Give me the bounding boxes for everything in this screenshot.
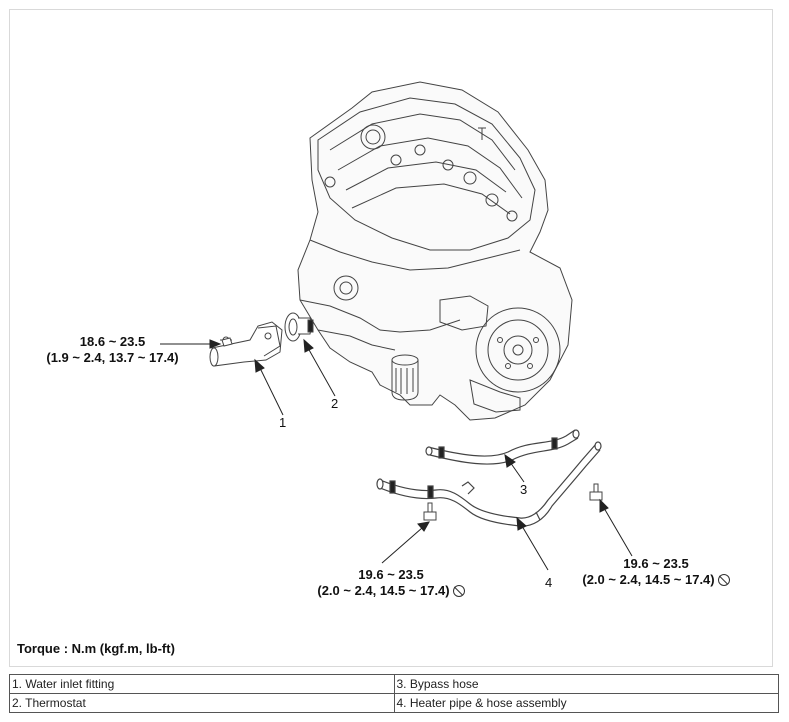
torque-inlet-alt: (1.9 ~ 2.4, 13.7 ~ 17.4) xyxy=(46,350,179,365)
bolt-inlet-illustration xyxy=(221,337,233,347)
arrow-1 xyxy=(254,358,265,373)
callout-4: 4 xyxy=(545,575,553,590)
torque-right-nm: 19.6 ~ 23.5 xyxy=(623,556,689,571)
torque-left-nm: 19.6 ~ 23.5 xyxy=(358,567,424,582)
legend-item-4: 4. Heater pipe & hose assembly xyxy=(393,693,779,713)
callout-2: 2 xyxy=(331,396,339,411)
leader-line-4 xyxy=(521,525,549,571)
torque-label-inlet: 18.6 ~ 23.5 (1.9 ~ 2.4, 13.7 ~ 17.4) xyxy=(35,334,190,366)
torque-inlet-nm: 18.6 ~ 23.5 xyxy=(79,334,146,349)
torque-label-heater-left: 19.6 ~ 23.5 (2.0 ~ 2.4, 14.5 ~ 17.4) xyxy=(308,567,474,599)
prohibited-icon xyxy=(452,585,465,597)
torque-label-heater-right: 19.6 ~ 23.5 (2.0 ~ 2.4, 14.5 ~ 17.4) xyxy=(573,556,739,588)
prohibited-icon xyxy=(717,574,730,586)
legend-item-1: 1. Water inlet fitting xyxy=(9,674,395,694)
leader-line-3 xyxy=(509,461,525,483)
arrow-2 xyxy=(303,338,314,353)
arrow-torque-inlet xyxy=(209,339,222,349)
thermostat-illustration xyxy=(284,312,314,342)
leader-line-torque-right xyxy=(603,507,633,557)
leader-line-1 xyxy=(259,367,284,416)
torque-right-alt: (2.0 ~ 2.4, 14.5 ~ 17.4) xyxy=(582,572,715,587)
arrow-torque-right xyxy=(599,498,609,513)
arrow-3 xyxy=(504,453,516,468)
table-row: 1. Water inlet fitting 3. Bypass hose xyxy=(9,674,779,694)
leader-line-2 xyxy=(307,347,336,397)
parts-legend-table: 1. Water inlet fitting 3. Bypass hose 2.… xyxy=(9,674,779,713)
bypass-hose-illustration xyxy=(425,429,580,465)
table-row: 2. Thermostat 4. Heater pipe & hose asse… xyxy=(9,693,779,713)
torque-unit-note: Torque : N.m (kgf.m, lb-ft) xyxy=(17,641,175,656)
engine-block-illustration xyxy=(297,81,573,421)
arrow-torque-left xyxy=(417,521,430,532)
legend-item-2: 2. Thermostat xyxy=(9,693,395,713)
legend-item-3: 3. Bypass hose xyxy=(393,674,779,694)
callout-3: 3 xyxy=(520,482,528,497)
diagram-frame xyxy=(9,9,773,667)
bolt-left-illustration xyxy=(423,502,437,521)
bolt-right-illustration xyxy=(589,483,603,501)
torque-left-alt: (2.0 ~ 2.4, 14.5 ~ 17.4) xyxy=(317,583,450,598)
callout-1: 1 xyxy=(279,415,287,430)
arrow-4 xyxy=(516,516,527,531)
water-inlet-fitting-illustration xyxy=(209,321,283,367)
leader-line-torque-left xyxy=(381,527,423,564)
heater-pipe-illustration xyxy=(376,441,602,527)
